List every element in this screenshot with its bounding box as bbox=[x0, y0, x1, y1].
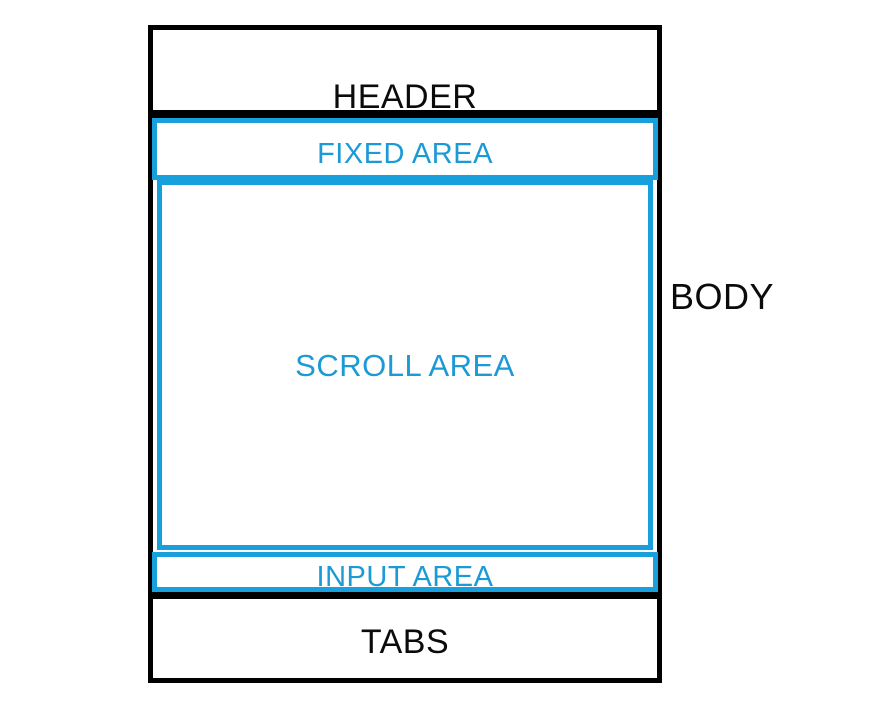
tabs-region: TABS bbox=[148, 594, 662, 683]
tabs-label: TABS bbox=[360, 623, 450, 661]
header-region: HEADER bbox=[148, 25, 662, 116]
body-inner-container: FIXED AREA SCROLL AREA INPUT AREA bbox=[152, 118, 658, 593]
scroll-area-label: SCROLL AREA bbox=[295, 348, 515, 383]
input-area-region: INPUT AREA bbox=[152, 552, 658, 593]
fixed-area-label: FIXED AREA bbox=[317, 138, 493, 170]
header-label: HEADER bbox=[332, 78, 478, 116]
fixed-area-region: FIXED AREA bbox=[152, 118, 658, 180]
input-area-label: INPUT AREA bbox=[316, 561, 494, 593]
scroll-area-region: SCROLL AREA bbox=[157, 180, 653, 550]
body-label: BODY bbox=[670, 276, 775, 317]
